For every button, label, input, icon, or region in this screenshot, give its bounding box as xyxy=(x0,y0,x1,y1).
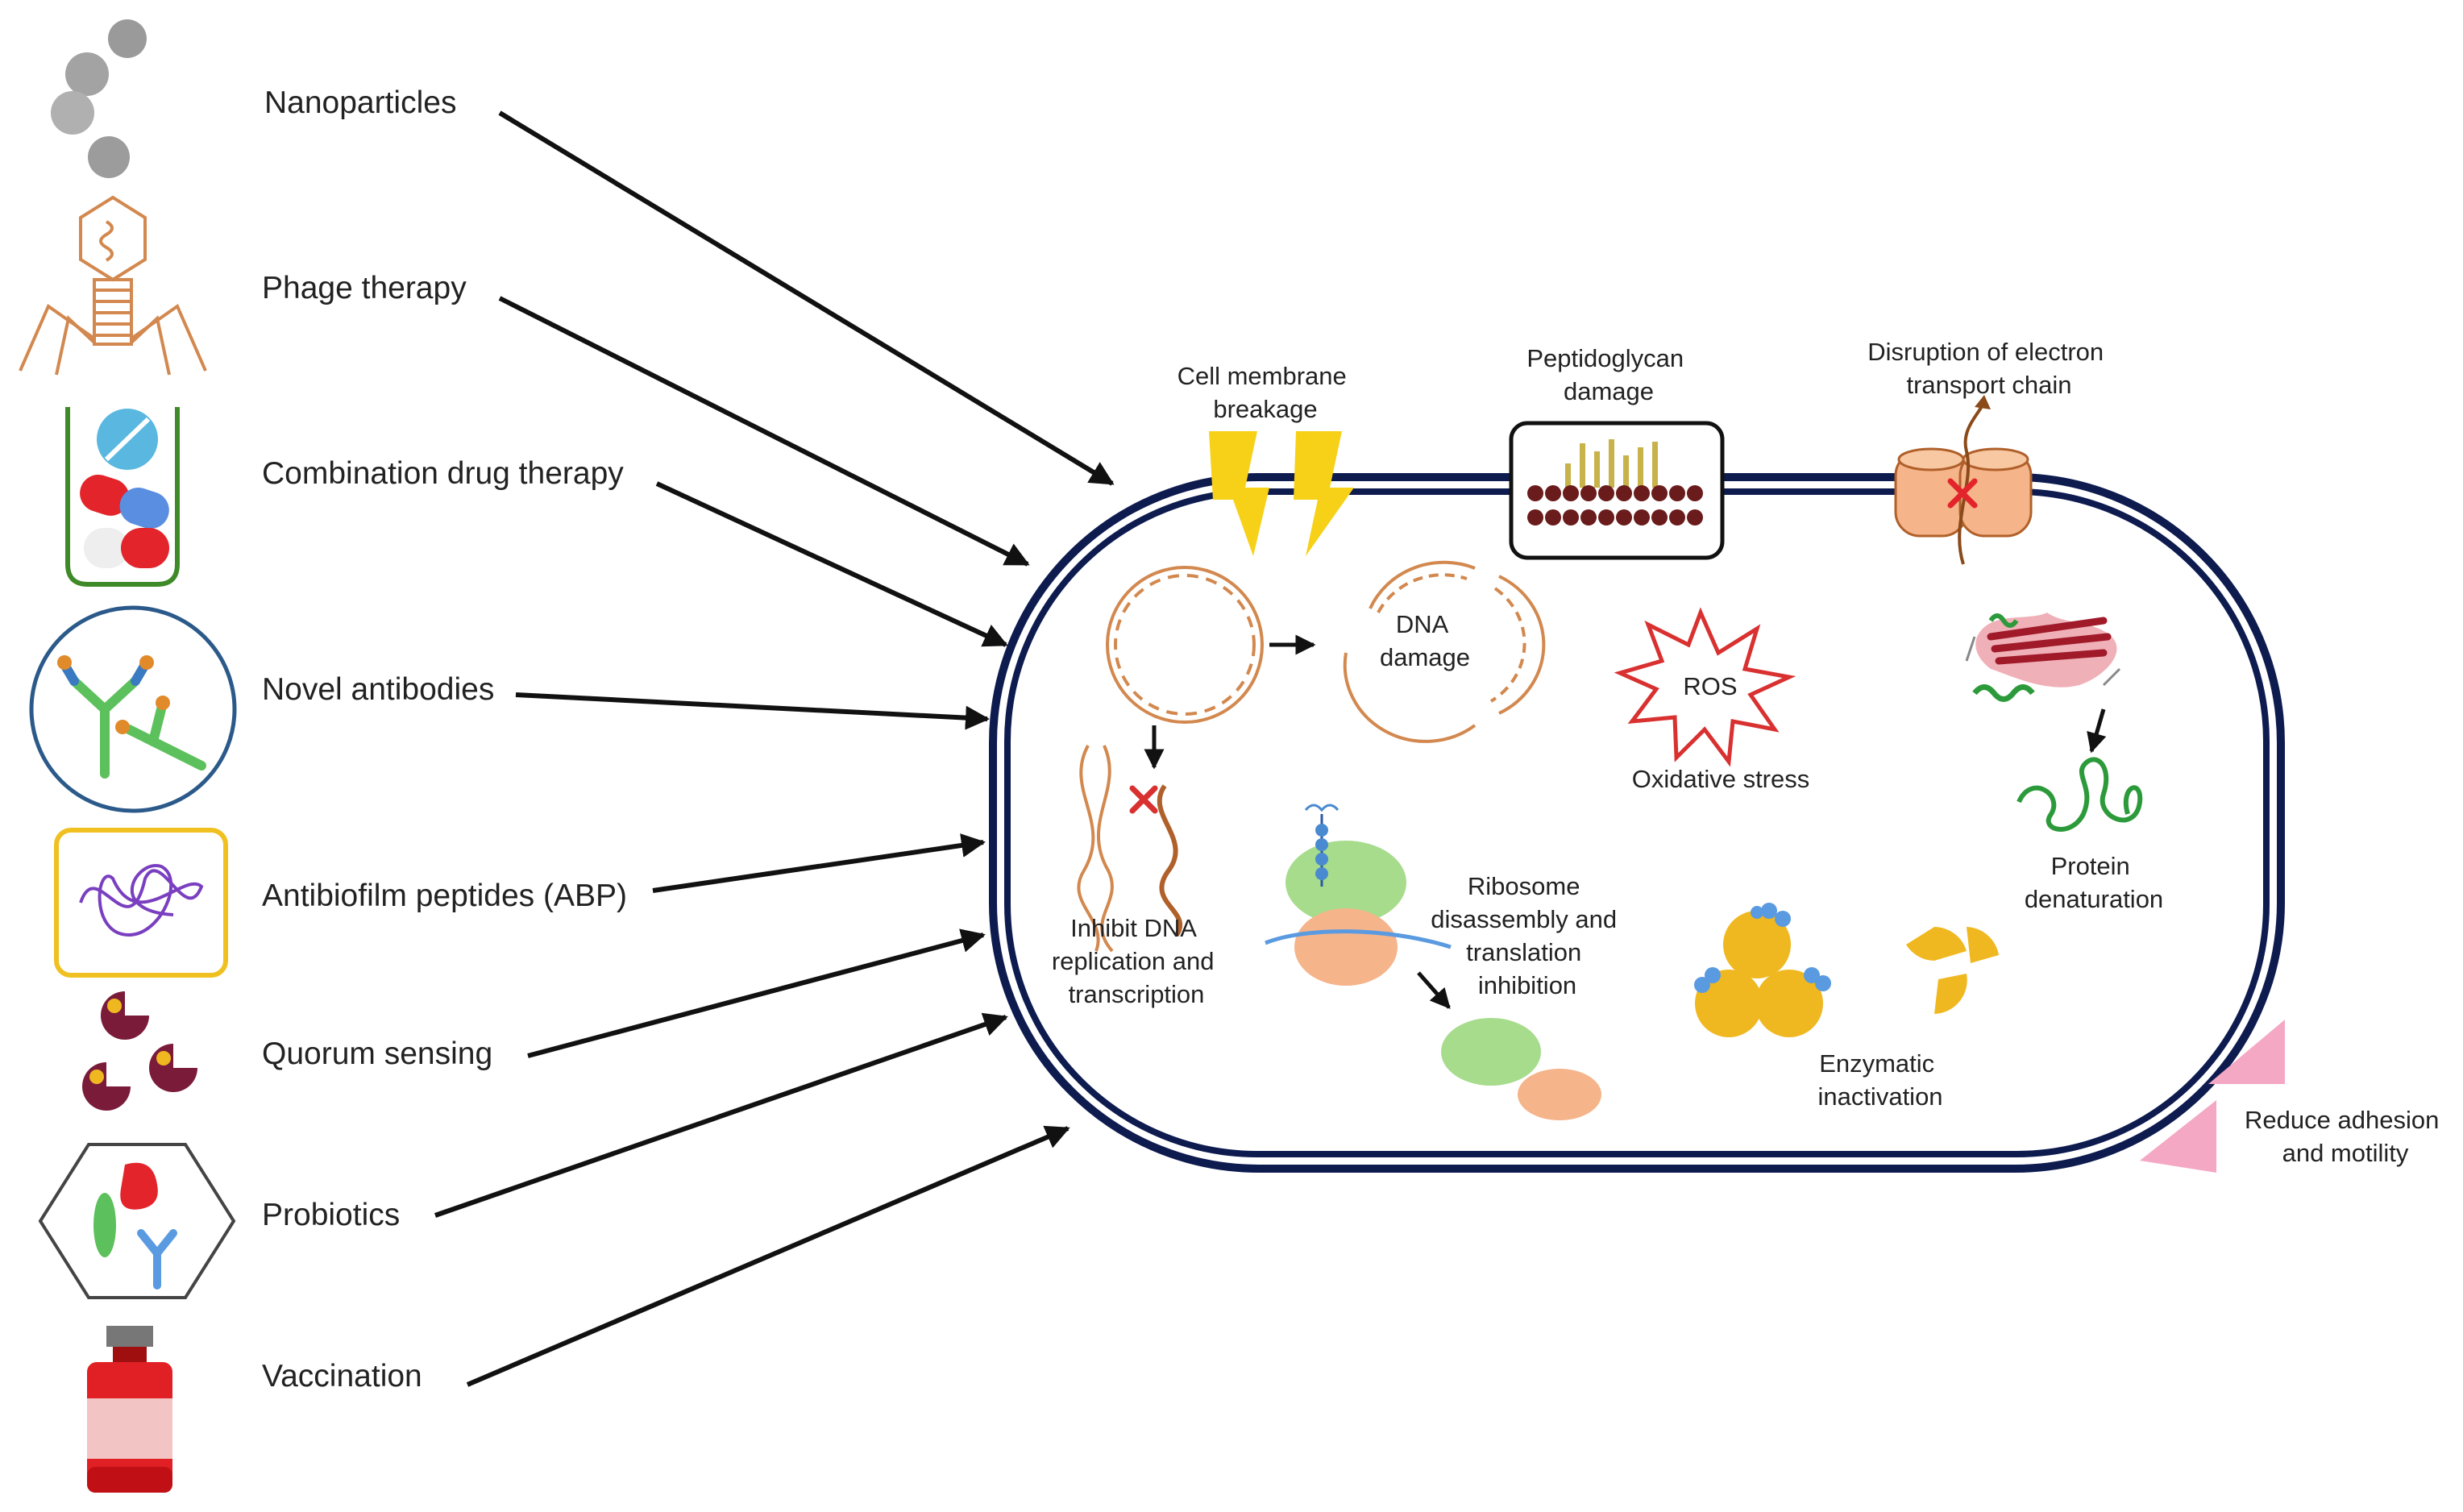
dna-strand-icon xyxy=(1077,745,1183,953)
label-protein-denaturation: Protein denaturation xyxy=(2025,852,2163,913)
dna-plasmid-icon xyxy=(1106,566,1264,724)
strategy-label-antibiofilm-peptides: Antibiofilm peptides (ABP) xyxy=(262,879,627,913)
peptide-icon xyxy=(54,828,228,978)
peptidoglycan-icon xyxy=(1509,421,1725,560)
protein-structure-icon xyxy=(1965,613,2121,702)
label-reduce-adhesion-motility: Reduce adhesion and motility xyxy=(2245,1106,2446,1167)
label-oxidative-stress: Oxidative stress xyxy=(1632,765,1810,793)
strategy-label-probiotics: Probiotics xyxy=(262,1198,400,1232)
nanoparticles-icon xyxy=(51,19,147,178)
probiotics-icon xyxy=(38,1143,236,1299)
arrow-antibiofilm-peptides xyxy=(652,833,986,893)
arrow-to-ribosome-disassembly xyxy=(1417,971,1451,1009)
label-dna-damage: DNA damage xyxy=(1380,610,1470,671)
label-cell-membrane-breakage: Cell membrane breakage xyxy=(1178,362,1354,423)
arrow-novel-antibodies xyxy=(515,692,990,730)
denatured-protein-icon xyxy=(2017,757,2143,832)
electron-transport-channel-icon xyxy=(1894,395,2033,565)
inactivated-enzyme-icon xyxy=(1906,927,1999,1014)
label-peptidoglycan-damage: Peptidoglycan damage xyxy=(1526,344,1690,405)
enzyme-cluster-icon xyxy=(1694,903,1831,1037)
bacterial-cell xyxy=(989,473,2285,1173)
vaccine-vial-icon xyxy=(87,1326,172,1493)
ribosome-disassembled-icon xyxy=(1441,1018,1601,1120)
antibody-icon xyxy=(29,605,237,813)
strategy-label-quorum-sensing: Quorum sensing xyxy=(262,1036,492,1071)
arrow-nanoparticles xyxy=(498,110,1115,486)
strategy-label-novel-antibodies: Novel antibodies xyxy=(262,672,494,707)
quorum-sensing-icon xyxy=(82,991,197,1111)
label-ribosome-disassembly: Ribosome disassembly and translation inh… xyxy=(1431,872,1624,999)
strategy-label-vaccination: Vaccination xyxy=(262,1359,422,1394)
arrow-combination-drug-therapy xyxy=(655,481,1008,647)
ros-burst-icon xyxy=(1614,607,1796,767)
arrow-vaccination xyxy=(466,1125,1070,1387)
arrow-quorum-sensing xyxy=(527,928,986,1058)
strategy-label-combination-drug-therapy: Combination drug therapy xyxy=(262,456,624,491)
strategy-label-nanoparticles: Nanoparticles xyxy=(264,85,456,120)
label-enzymatic-inactivation: Enzymatic inactivation xyxy=(1817,1049,1942,1111)
inhibit-x-icon xyxy=(1129,785,1158,814)
lightning-icon xyxy=(1209,431,1354,556)
strategy-label-phage-therapy: Phage therapy xyxy=(262,271,467,305)
ribosome-icon xyxy=(1265,804,1452,986)
label-ros: ROS xyxy=(1683,672,1737,700)
pili-icon xyxy=(2140,1020,2285,1173)
phage-icon xyxy=(19,195,207,376)
label-electron-transport-disruption: Disruption of electron transport chain xyxy=(1867,338,2111,399)
arrow-to-protein-denaturation xyxy=(2087,708,2107,754)
label-inhibit-dna-replication: Inhibit DNA replication and transcriptio… xyxy=(1052,914,1221,1008)
arrow-probiotics xyxy=(434,1012,1008,1218)
arrow-phage-therapy xyxy=(498,296,1030,567)
dna-damaged-icon xyxy=(1343,560,1546,743)
pills-icon xyxy=(65,407,180,587)
